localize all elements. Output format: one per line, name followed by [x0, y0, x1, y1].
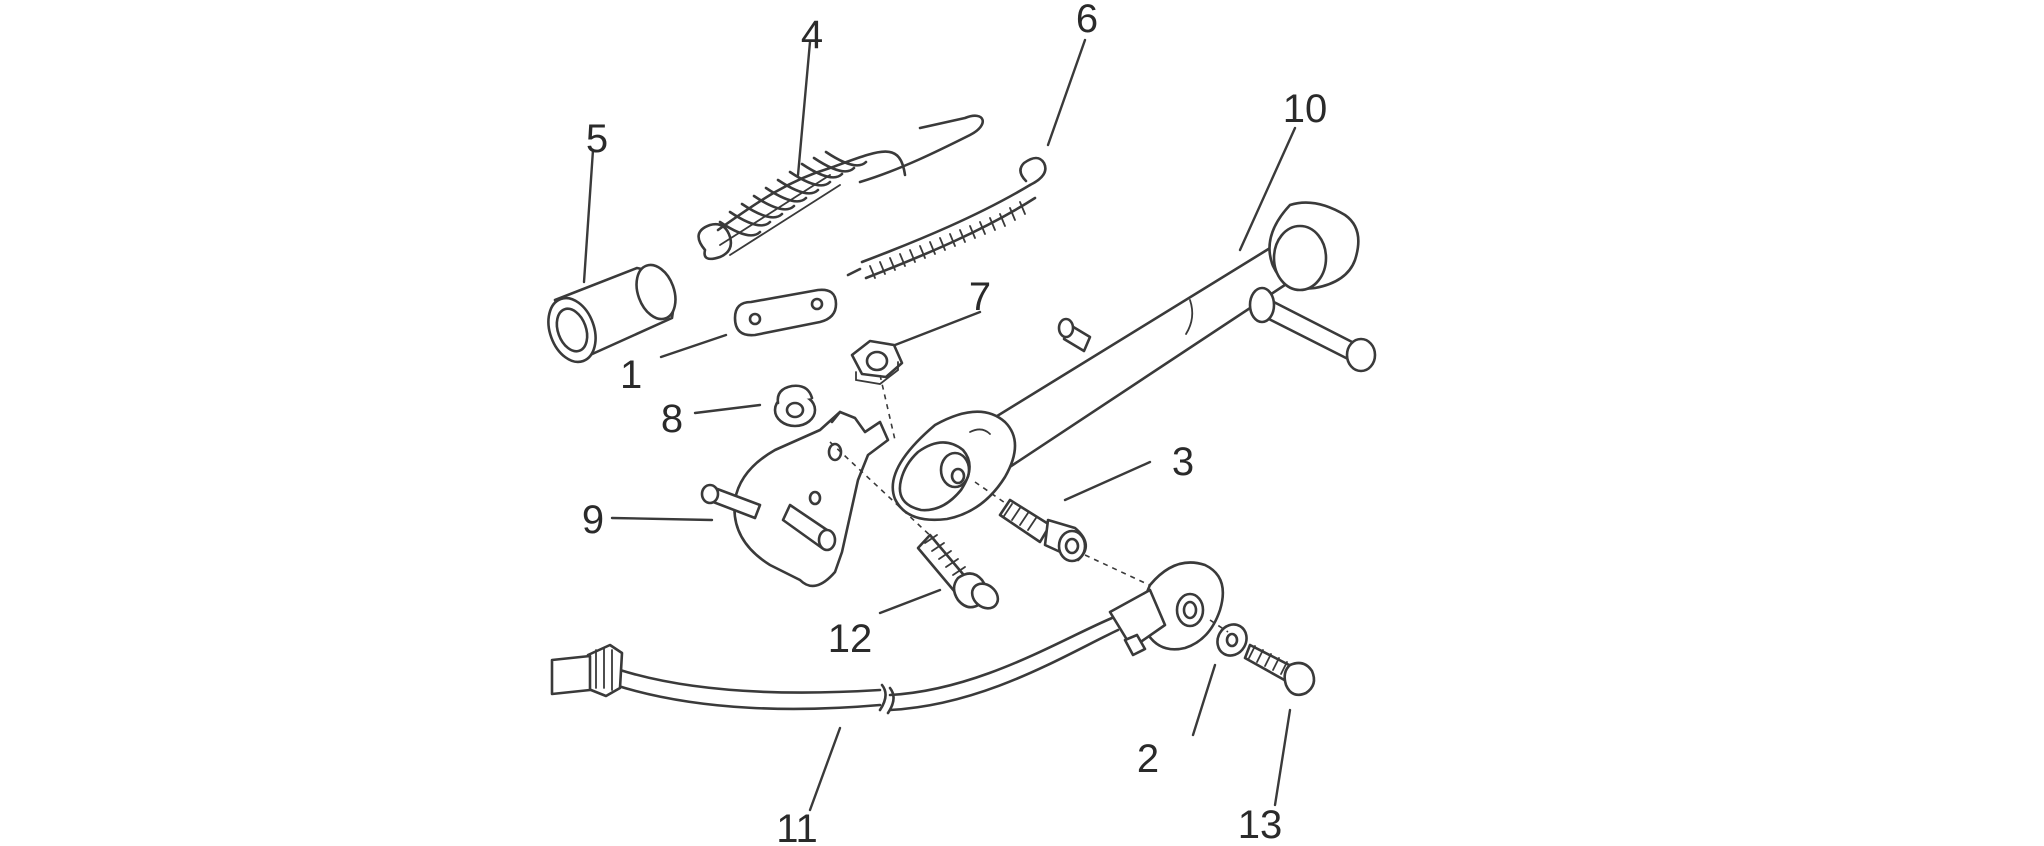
callout-1: 1 — [620, 353, 642, 397]
mounting-bolt — [916, 533, 1000, 610]
sensor-switch — [1108, 561, 1225, 657]
callout-4: 4 — [801, 13, 823, 57]
callout-9: 9 — [582, 498, 604, 542]
switch-bracket — [700, 410, 890, 588]
callout-labels: 1 2 3 4 5 6 7 8 9 10 11 12 13 — [582, 0, 1327, 846]
sensor-cable — [550, 616, 1120, 715]
washer — [1216, 623, 1248, 657]
callout-3: 3 — [1172, 440, 1194, 484]
leader-lines — [582, 38, 1297, 812]
callout-11: 11 — [776, 807, 818, 846]
callout-2: 2 — [1137, 737, 1159, 781]
callout-7: 7 — [969, 275, 991, 319]
callout-8: 8 — [661, 397, 683, 441]
collar-nut — [773, 384, 817, 428]
callout-6: 6 — [1076, 0, 1098, 41]
hex-nut — [850, 339, 904, 385]
callout-5: 5 — [586, 117, 608, 161]
callout-10: 10 — [1283, 87, 1328, 131]
side-stand-leg — [891, 201, 1377, 522]
bushing-tube — [547, 263, 677, 364]
large-spring — [697, 114, 984, 261]
callout-13: 13 — [1238, 803, 1283, 846]
small-bolt — [1243, 643, 1316, 697]
callout-12: 12 — [828, 617, 873, 661]
pivot-pin — [998, 498, 1088, 563]
small-spring — [846, 156, 1047, 280]
link-plate — [733, 288, 838, 337]
